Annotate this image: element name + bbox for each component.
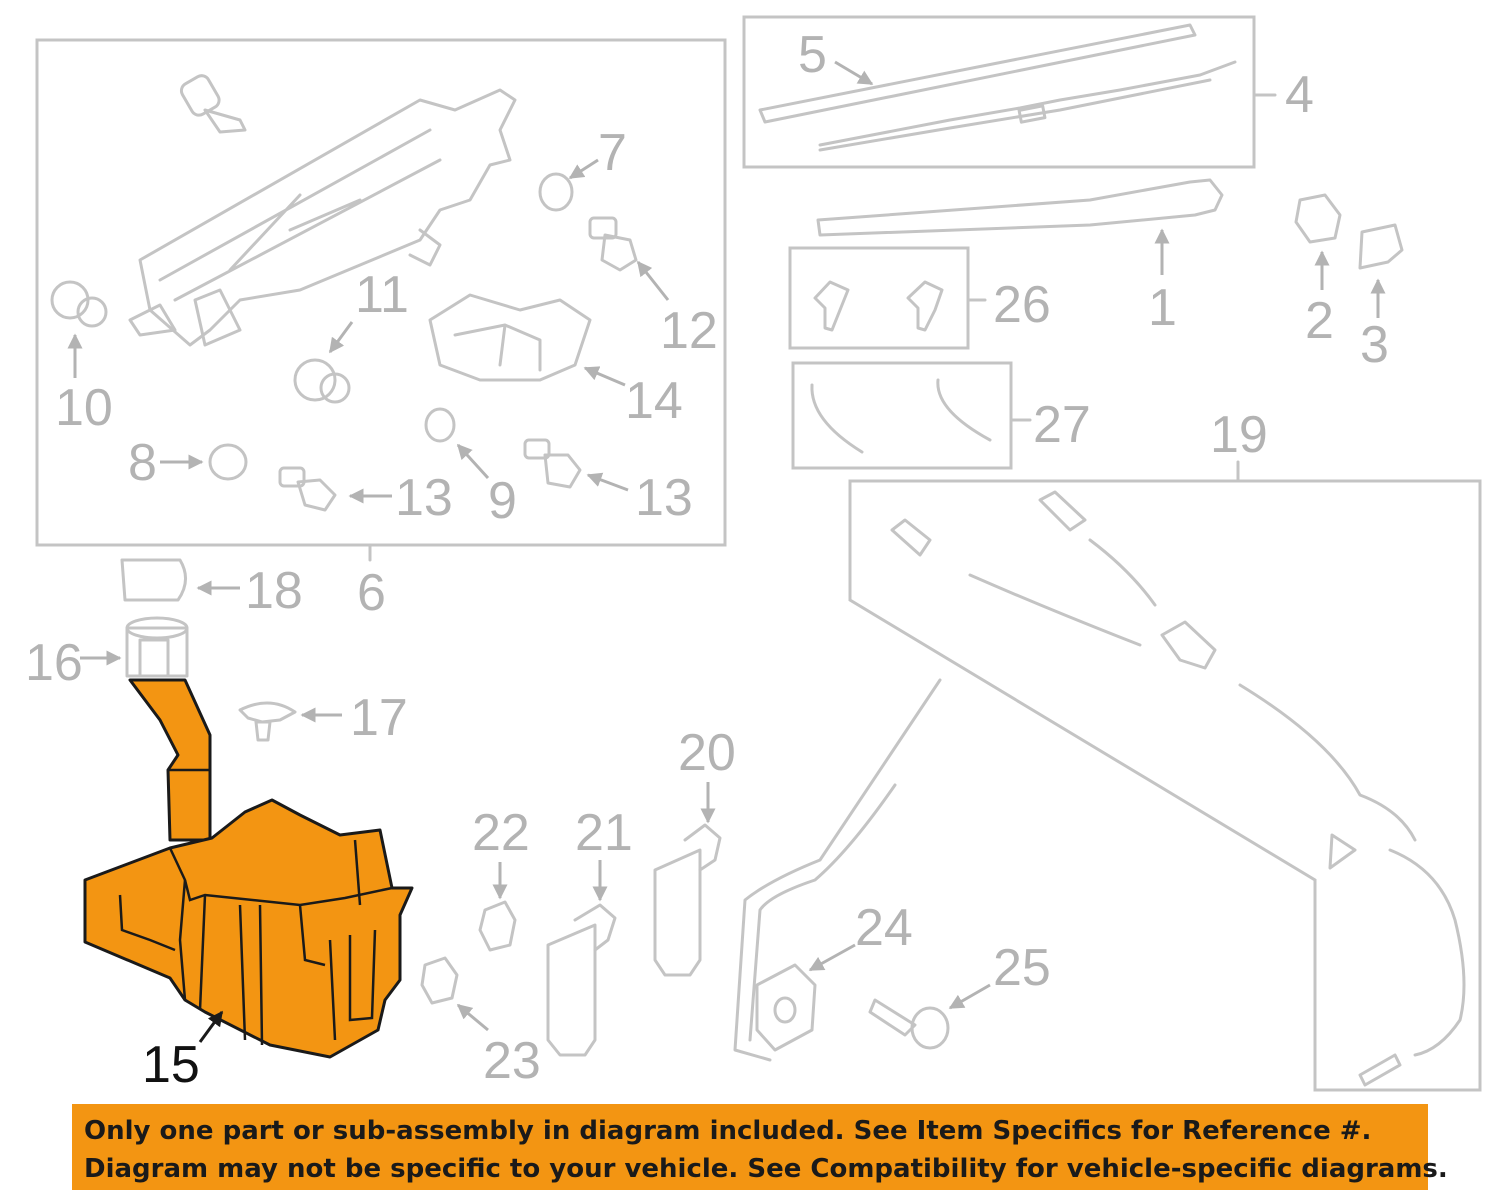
callout-25: 25 <box>993 939 1051 997</box>
part-22-grommet <box>478 900 517 952</box>
part-10-grommet <box>50 280 108 328</box>
part-23-grommet <box>420 956 459 1005</box>
part-17-clip <box>238 701 297 742</box>
group-box-19 <box>848 479 1482 1092</box>
callout-9: 9 <box>488 472 517 530</box>
part-25-clip <box>868 998 950 1050</box>
callout-22: 22 <box>472 804 530 862</box>
hose-part <box>936 378 992 442</box>
callout-11: 11 <box>355 266 409 324</box>
callout-3: 3 <box>1360 316 1389 374</box>
callout-13-left: 13 <box>395 469 453 527</box>
callout-14: 14 <box>625 372 683 430</box>
callout-7: 7 <box>598 124 627 182</box>
callout-4: 4 <box>1285 66 1314 124</box>
part-24-grommet <box>755 963 817 1052</box>
wiper-linkage-part <box>128 88 517 347</box>
part-1-wiper-arm <box>816 178 1224 237</box>
disclaimer-banner: Only one part or sub-assembly in diagram… <box>72 1104 1448 1190</box>
callout-6: 6 <box>357 564 386 622</box>
callout-18: 18 <box>245 562 303 620</box>
part-2-nut <box>1294 193 1342 244</box>
callout-2: 2 <box>1305 292 1334 350</box>
part-15-washer-reservoir <box>83 678 414 1059</box>
callout-8: 8 <box>128 434 157 492</box>
part-7-grommet <box>538 172 574 212</box>
washer-hose-assembly <box>733 490 1466 1087</box>
disclaimer-line-2: Diagram may not be specific to your vehi… <box>84 1154 1448 1184</box>
group-box-27 <box>791 361 1013 470</box>
part-13-bolt-right <box>523 438 582 489</box>
part-8-grommet <box>208 443 248 481</box>
callout-20: 20 <box>678 724 736 782</box>
part-20-washer-pump <box>653 823 722 977</box>
reservoir-filler-tube <box>128 678 212 842</box>
part-18-filler-cap <box>120 558 187 602</box>
callout-12: 12 <box>660 302 718 360</box>
callout-5: 5 <box>798 26 827 84</box>
callout-13-right: 13 <box>635 469 693 527</box>
callout-23: 23 <box>483 1032 541 1090</box>
callout-16: 16 <box>25 634 83 692</box>
bolt-part <box>179 74 247 134</box>
callout-19: 19 <box>1210 406 1268 464</box>
callout-27: 27 <box>1033 396 1091 454</box>
part-3-cap <box>1358 223 1404 270</box>
reservoir-tank-body <box>83 798 414 1059</box>
part-21-washer-pump <box>546 903 617 1057</box>
part-13-bolt-left <box>278 466 337 512</box>
group-box-26 <box>788 246 970 350</box>
part-9-grommet <box>424 407 456 443</box>
callout-26: 26 <box>993 276 1051 334</box>
group-box-6 <box>35 38 727 547</box>
hose-part <box>810 383 864 454</box>
part-14-wiper-motor <box>428 293 592 382</box>
callout-21: 21 <box>575 804 633 862</box>
callout-1: 1 <box>1148 279 1177 337</box>
nozzle-part <box>906 280 944 332</box>
disclaimer-line-1: Only one part or sub-assembly in diagram… <box>84 1116 1372 1146</box>
callout-10: 10 <box>55 379 113 437</box>
nozzle-part <box>813 280 850 332</box>
callout-17: 17 <box>350 689 408 747</box>
part-12-bolt <box>588 216 638 272</box>
group-box-4 <box>742 15 1256 169</box>
callout-24: 24 <box>855 899 913 957</box>
part-11-grommet <box>293 358 351 404</box>
part-16-filler-neck <box>125 616 189 678</box>
callout-15: 15 <box>142 1036 200 1094</box>
wiper-blade-part <box>758 23 1237 152</box>
